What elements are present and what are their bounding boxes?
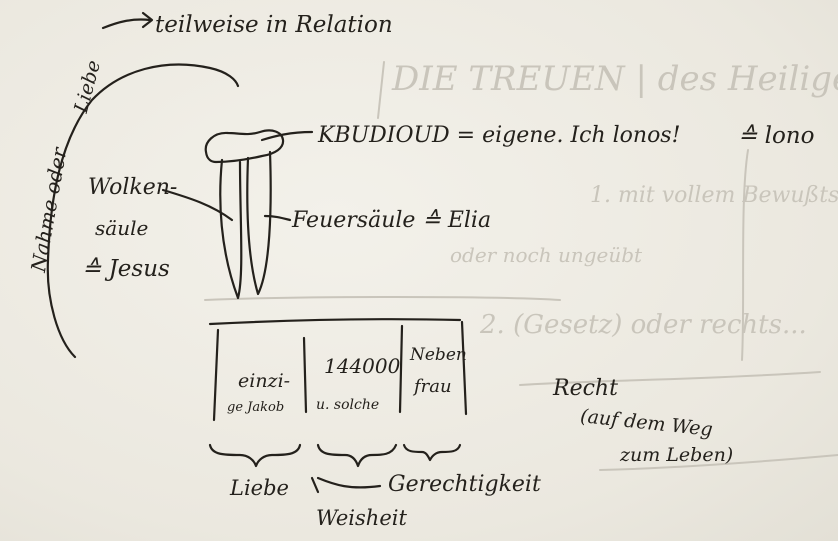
kavod-pointer <box>262 132 312 140</box>
feuersaeule-label: Feuersäule ≙ Elia <box>292 210 491 232</box>
brace-liebe <box>210 445 300 466</box>
box-cell-1-line1: einzi- <box>238 372 290 391</box>
feuer-pointer <box>265 216 290 220</box>
relation-note: teilweise in Relation <box>155 14 393 37</box>
pillar-left-column <box>220 160 241 298</box>
box-cell-2-line2: u. solche <box>316 398 379 412</box>
kavod-equation-suffix: ≙ lono <box>738 125 814 148</box>
bleed-line: 2. (Gesetz) oder rechts... <box>480 312 807 338</box>
weisheit-label: Weisheit <box>316 508 407 529</box>
kavod-equation: KBUDIOUD = eigene. Ich lonos! <box>318 125 680 147</box>
box-left <box>214 330 218 420</box>
liebe-label: Liebe <box>230 478 289 499</box>
jesus-label: ≙ Jesus <box>82 258 170 281</box>
recht-paren-line2: zum Leben) <box>620 446 733 465</box>
connector-gerechtigkeit <box>318 478 380 487</box>
connector-weisheit <box>312 478 318 492</box>
bleed-title: DIE TREUEN | des Heiligen <box>392 62 838 96</box>
box-cell-1-line2: ge Jakob <box>227 401 284 414</box>
pillar-top <box>206 130 283 162</box>
box-cell-3-line1: Neben <box>410 347 467 364</box>
brace-gerechtigkeit <box>404 445 460 460</box>
pillar-right-column <box>247 152 270 294</box>
recht-label: Recht <box>553 378 618 400</box>
bleed-line: 1. mit vollem Bewußtsein <box>590 185 838 207</box>
box-divider-1 <box>304 338 306 412</box>
box-cell-2-line1: 144000 <box>324 356 400 376</box>
bleed-line: oder noch ungeübt <box>450 245 642 265</box>
box-right <box>462 322 466 414</box>
brace-weisheit <box>318 445 396 466</box>
gerechtigkeit-label: Gerechtigkeit <box>388 474 541 496</box>
box-top <box>210 319 460 324</box>
wolkensaeule-label: säule <box>95 218 148 238</box>
box-cell-3-line2: frau <box>414 378 452 396</box>
wolkensaeule-label: Wolken- <box>88 177 177 199</box>
